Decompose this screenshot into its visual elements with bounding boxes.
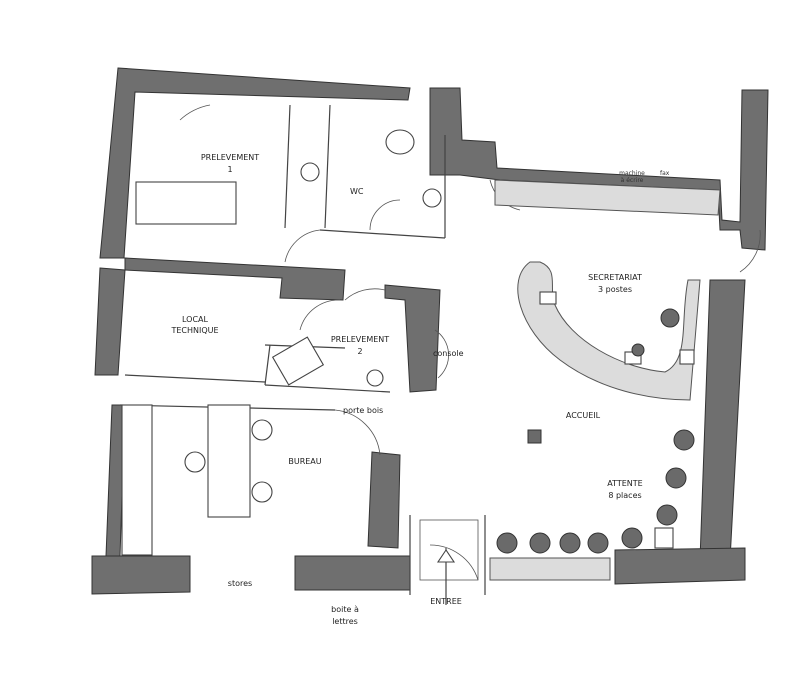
label-technique: TECHNIQUE bbox=[170, 326, 218, 335]
sink-wc bbox=[422, 188, 442, 208]
seat bbox=[621, 527, 643, 549]
seat bbox=[559, 532, 581, 554]
seat bbox=[656, 504, 678, 526]
wall-top-right bbox=[429, 87, 769, 251]
label-prelevement-2-number: 2 bbox=[357, 347, 362, 356]
workstation-1 bbox=[539, 291, 557, 305]
wall-bottom-mid bbox=[294, 555, 411, 591]
walls bbox=[91, 67, 769, 595]
label-stores: stores bbox=[228, 579, 252, 588]
seat bbox=[665, 467, 687, 489]
table-accueil bbox=[527, 429, 542, 444]
label-machine: machine bbox=[619, 170, 645, 177]
label-wc: WC bbox=[350, 187, 364, 196]
seat bbox=[529, 532, 551, 554]
label-porte-bois: porte bois bbox=[343, 406, 383, 415]
label-attente-detail: 8 places bbox=[608, 491, 641, 500]
labels: PRELEVEMENT 1 WC LOCAL TECHNIQUE PRELEVE… bbox=[170, 153, 669, 626]
seat bbox=[587, 532, 609, 554]
reception-desk bbox=[517, 261, 701, 401]
toilet bbox=[385, 129, 415, 155]
label-entree: ENTREE bbox=[430, 597, 462, 606]
wall-bottom-left bbox=[91, 555, 191, 595]
plant-box bbox=[654, 527, 674, 549]
chair-prelevement-2 bbox=[271, 336, 325, 386]
label-prelevement-1-number: 1 bbox=[227, 165, 232, 174]
label-fax: fax bbox=[660, 170, 670, 177]
wall-pillar-console bbox=[384, 284, 441, 393]
label-attente: ATTENTE bbox=[607, 479, 642, 488]
wall-top-left bbox=[99, 67, 411, 259]
label-secretariat: SECRETARIAT bbox=[588, 273, 642, 282]
sink-1 bbox=[300, 162, 320, 182]
console-arc bbox=[434, 329, 449, 379]
wall-right bbox=[699, 279, 746, 561]
label-a-ecrire: à écrire bbox=[621, 177, 644, 184]
bureau-storage bbox=[121, 404, 153, 556]
waiting-seats bbox=[496, 429, 695, 554]
wall-left-mid bbox=[94, 267, 126, 376]
exam-table-1 bbox=[135, 181, 237, 225]
label-accueil: ACCUEIL bbox=[566, 411, 601, 420]
label-boite: boite à bbox=[331, 605, 359, 614]
seat bbox=[673, 429, 695, 451]
label-secretariat-detail: 3 postes bbox=[598, 285, 632, 294]
label-prelevement-1: PRELEVEMENT bbox=[201, 153, 259, 162]
label-lettres: lettres bbox=[332, 617, 358, 626]
wall-partition-1 bbox=[124, 257, 346, 301]
sink-2 bbox=[366, 369, 384, 387]
counter-top bbox=[494, 179, 721, 216]
wall-bottom-right bbox=[614, 547, 746, 585]
label-prelevement-2: PRELEVEMENT bbox=[331, 335, 389, 344]
label-bureau: BUREAU bbox=[288, 457, 321, 466]
interior-lines bbox=[119, 104, 761, 595]
furniture bbox=[121, 129, 721, 581]
bench bbox=[489, 557, 611, 581]
label-local: LOCAL bbox=[182, 315, 209, 324]
seat bbox=[496, 532, 518, 554]
wall-bureau-right bbox=[367, 451, 401, 549]
workstation-3 bbox=[679, 349, 695, 365]
entry-arrow-icon bbox=[436, 548, 456, 605]
label-console: console bbox=[433, 349, 464, 358]
bureau-desk bbox=[207, 404, 251, 518]
